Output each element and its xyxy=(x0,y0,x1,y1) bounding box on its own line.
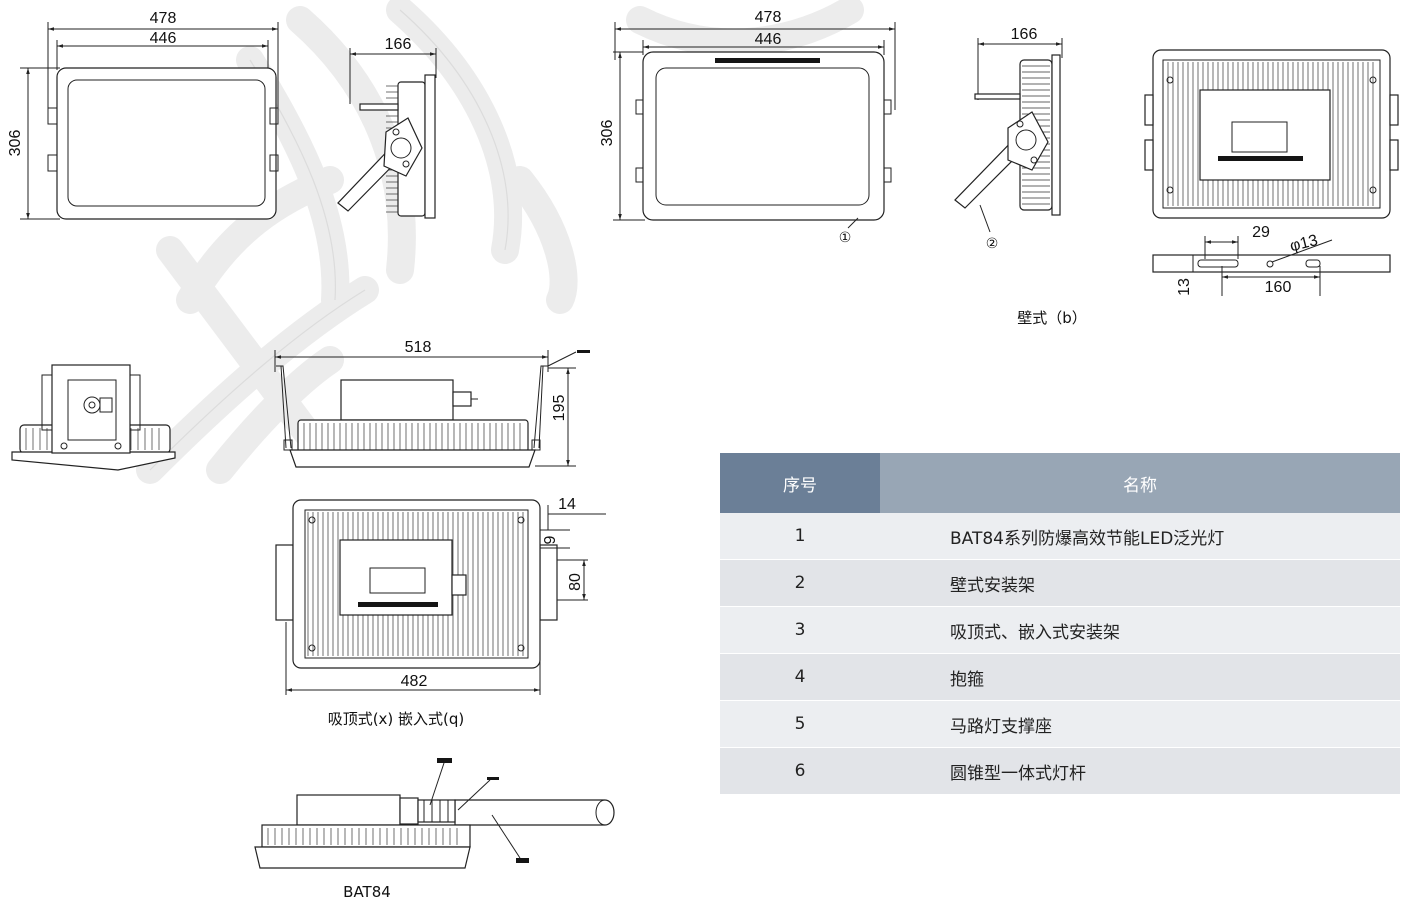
callout-1: ① xyxy=(839,230,852,246)
ceiling-mount-caption: 吸顶式(x) 嵌入式(q) xyxy=(328,710,465,728)
dim-160: 160 xyxy=(1265,279,1292,296)
dim-14: 14 xyxy=(558,496,576,513)
mounting-plate xyxy=(1152,254,1391,273)
row-number: 3 xyxy=(720,606,880,654)
lamp-frame xyxy=(642,51,885,221)
dim-9: 9 xyxy=(542,535,559,544)
dim-height: 306 xyxy=(7,130,24,157)
table-row: 6 圆锥型一体式灯杆 xyxy=(720,747,1400,795)
row-name: 马路灯支撑座 xyxy=(880,700,1400,748)
row-name: BAT84系列防爆高效节能LED泛光灯 xyxy=(880,513,1400,560)
row-name: 圆锥型一体式灯杆 xyxy=(880,747,1400,795)
dim-13: 13 xyxy=(1176,278,1193,296)
dim-80: 80 xyxy=(567,573,584,591)
dim-height: 306 xyxy=(599,120,616,147)
ceiling-back-view: 14 9 80 482 xyxy=(275,496,606,695)
ceiling-end-view xyxy=(11,364,176,471)
parts-table: 序号 名称 1 BAT84系列防爆高效节能LED泛光灯 2 壁式安装架 3 吸顶… xyxy=(720,453,1400,795)
side-view-a: 166 xyxy=(337,36,437,219)
row-number: 6 xyxy=(720,747,880,795)
lamp-glass xyxy=(655,67,870,206)
callout-2: ② xyxy=(986,236,999,252)
table-row: 3 吸顶式、嵌入式安装架 xyxy=(720,606,1400,654)
pole-mount-caption: BAT84 xyxy=(343,883,391,901)
dim-overall-width: 478 xyxy=(755,9,782,26)
table-header-row: 序号 名称 xyxy=(720,453,1400,513)
table-row: 1 BAT84系列防爆高效节能LED泛光灯 xyxy=(720,513,1400,560)
dim-inner-width: 446 xyxy=(755,31,782,48)
dim-hole: φ13 xyxy=(1288,232,1320,255)
row-name: 壁式安装架 xyxy=(880,559,1400,607)
dim-depth: 166 xyxy=(385,36,412,53)
dim-518: 518 xyxy=(405,339,432,356)
front-view-b: 478 446 306 ① xyxy=(599,9,896,246)
side-view-b: 166 ② xyxy=(954,26,1063,252)
ceiling-side-view: 518 195 xyxy=(274,339,590,468)
row-name: 吸顶式、嵌入式安装架 xyxy=(880,606,1400,654)
dim-inner-width: 446 xyxy=(150,30,177,47)
header-number: 序号 xyxy=(720,453,880,513)
pole-mount-view xyxy=(254,758,615,869)
dim-195: 195 xyxy=(551,395,568,422)
table-row: 4 抱箍 xyxy=(720,653,1400,701)
driver-box xyxy=(1199,89,1331,181)
back-view-b: 29 φ13 13 160 xyxy=(1144,49,1399,296)
row-number: 2 xyxy=(720,559,880,607)
lamp-glass xyxy=(67,79,266,207)
row-number: 4 xyxy=(720,653,880,701)
dim-29: 29 xyxy=(1252,224,1270,241)
table-row: 2 壁式安装架 xyxy=(720,559,1400,607)
table-row: 5 马路灯支撑座 xyxy=(720,700,1400,748)
label-bar xyxy=(715,58,820,63)
header-name: 名称 xyxy=(880,453,1400,513)
wall-mount-caption: 壁式（b） xyxy=(1017,309,1087,327)
front-view-a: 478 446 306 xyxy=(7,10,279,220)
row-name: 抱箍 xyxy=(880,653,1400,701)
dim-depth: 166 xyxy=(1011,26,1038,43)
dim-482: 482 xyxy=(401,673,428,690)
row-number: 1 xyxy=(720,513,880,560)
dim-overall-width: 478 xyxy=(150,10,177,27)
lamp-frame xyxy=(56,67,277,220)
row-number: 5 xyxy=(720,700,880,748)
